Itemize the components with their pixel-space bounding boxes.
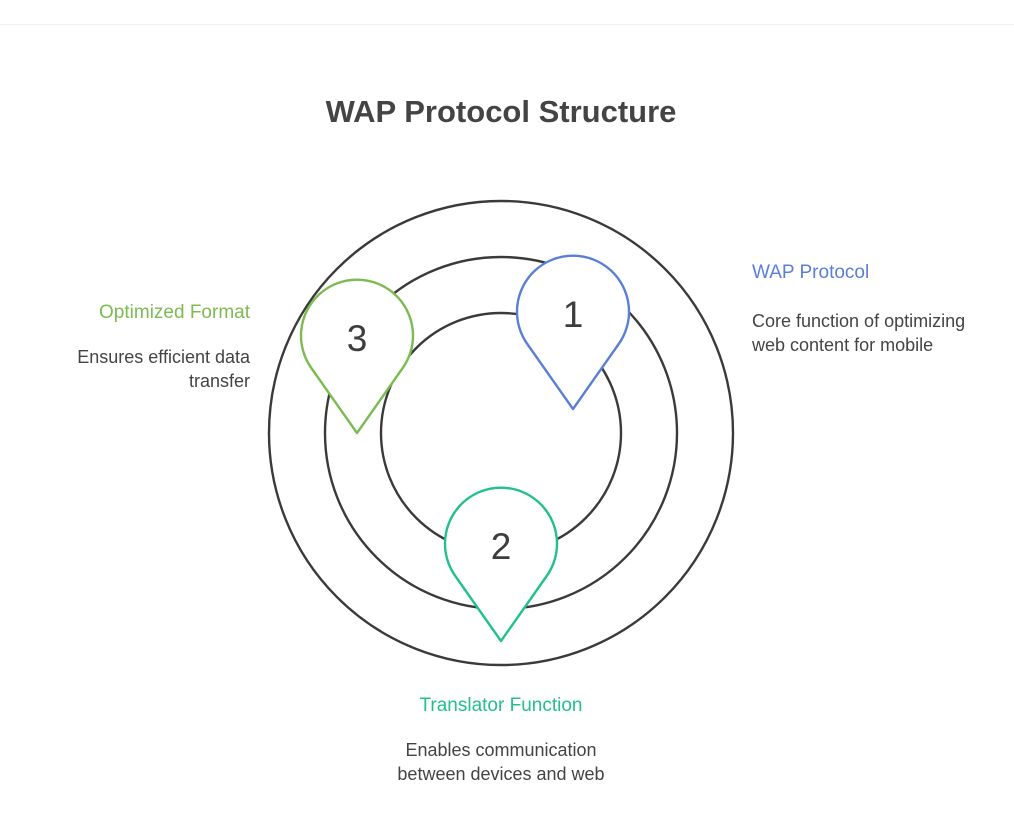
wap-protocol-title: WAP Protocol xyxy=(752,262,870,283)
optimized-format-description: Ensures efficient data transfer xyxy=(77,347,250,391)
outer-ring xyxy=(267,199,735,667)
pin-marker-3: 3 xyxy=(299,278,415,435)
pin-marker-2: 2 xyxy=(443,486,559,643)
pin-1-number: 1 xyxy=(563,294,584,335)
pin-2-shape xyxy=(443,486,559,643)
pin-2-number: 2 xyxy=(491,526,512,567)
diagram-title: WAP Protocol Structure xyxy=(325,94,677,129)
pin-3-number: 3 xyxy=(347,318,368,359)
translator-function-description: Enables communication between devices an… xyxy=(397,740,605,784)
optimized-format-title: Optimized Format xyxy=(99,302,250,323)
wap-protocol-description: Core function of optimizing web content … xyxy=(752,311,966,355)
translator-function-title: Translator Function xyxy=(419,695,583,716)
top-divider xyxy=(0,24,1014,25)
pin-1-shape xyxy=(515,254,631,411)
pin-marker-1: 1 xyxy=(515,254,631,411)
pin-3-shape xyxy=(299,278,415,435)
